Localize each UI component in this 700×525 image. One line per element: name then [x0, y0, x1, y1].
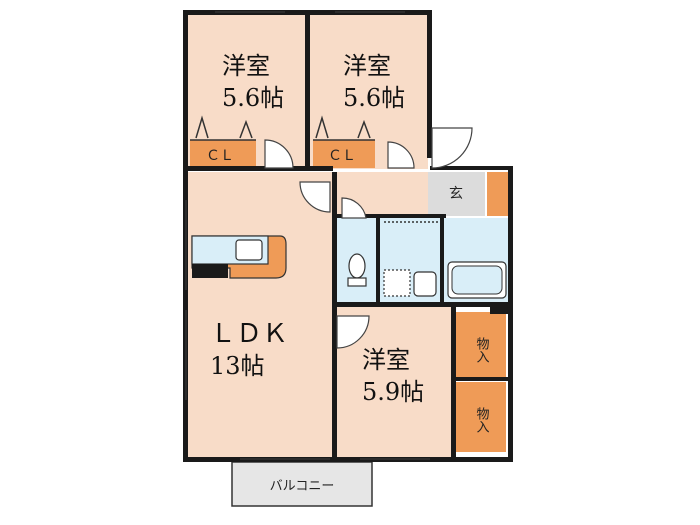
western-room-1-size: 5.6帖: [222, 84, 284, 112]
wash-basin: [413, 271, 437, 297]
wall-ldk-top: [183, 166, 333, 171]
wall-mid-upper: [305, 10, 310, 170]
wall-toilet-right: [376, 214, 380, 304]
shoe-cabinet: [487, 172, 508, 216]
closet-1-label: ＣＬ: [206, 148, 234, 164]
ldk-floor: [187, 172, 336, 460]
western-room-2-size: 5.6帖: [343, 84, 405, 112]
storage-2-label: 物入: [474, 407, 490, 433]
door-swing-toilet: [341, 197, 367, 219]
wall-storage-divider: [455, 377, 510, 381]
ldk-name: ＬＤＫ: [210, 319, 288, 349]
toilet-tank: [347, 277, 367, 287]
door-swing-ldk: [299, 181, 331, 213]
bathtub-inner: [451, 265, 503, 295]
storage-1-label: 物入: [474, 337, 490, 363]
closet-1-door-mark: [195, 115, 209, 139]
wall-right: [508, 168, 513, 462]
balcony-label: バルコニー: [270, 479, 335, 494]
closet-1-fill: [190, 140, 256, 168]
wall-ldk-right: [332, 172, 337, 460]
wall-room3-right: [451, 306, 456, 458]
wall-entrance-top: [430, 166, 513, 170]
western-room-2-name: 洋室: [343, 52, 391, 80]
genkan-floor: [428, 172, 485, 216]
door-swing-room2: [387, 141, 415, 169]
door-swing-room3: [336, 315, 370, 349]
western-room-3-name: 洋室: [362, 346, 410, 374]
door-swing-room1: [264, 139, 294, 169]
fridge-space: [192, 264, 228, 278]
washer-pan: [383, 269, 411, 297]
entrance-label: 玄: [449, 185, 463, 202]
wall-wash-right: [440, 214, 444, 304]
closet-1-door-mark-2: [239, 119, 253, 139]
closet-2-fill: [313, 140, 375, 168]
balcony-area: [231, 461, 373, 507]
closet-2-door-mark-2: [357, 119, 371, 139]
wall-bottom: [183, 457, 513, 462]
closet-2-door-mark: [315, 115, 329, 139]
wall-wet-top: [336, 214, 446, 218]
western-room-3-size: 5.9帖: [362, 378, 424, 406]
wall-wet-bottom: [332, 302, 513, 307]
wall-right-upper: [427, 10, 432, 158]
western-room-1-name: 洋室: [222, 52, 270, 80]
storage-1-fill: [456, 312, 506, 378]
toilet-bowl: [348, 253, 366, 279]
storage-2-fill: [456, 382, 506, 452]
closet-2-label: ＣＬ: [328, 148, 356, 164]
door-swing-entrance: [431, 127, 473, 169]
kitchen-sink: [235, 239, 263, 261]
wall-storage-top: [490, 302, 508, 314]
ldk-size: 13帖: [210, 352, 265, 380]
